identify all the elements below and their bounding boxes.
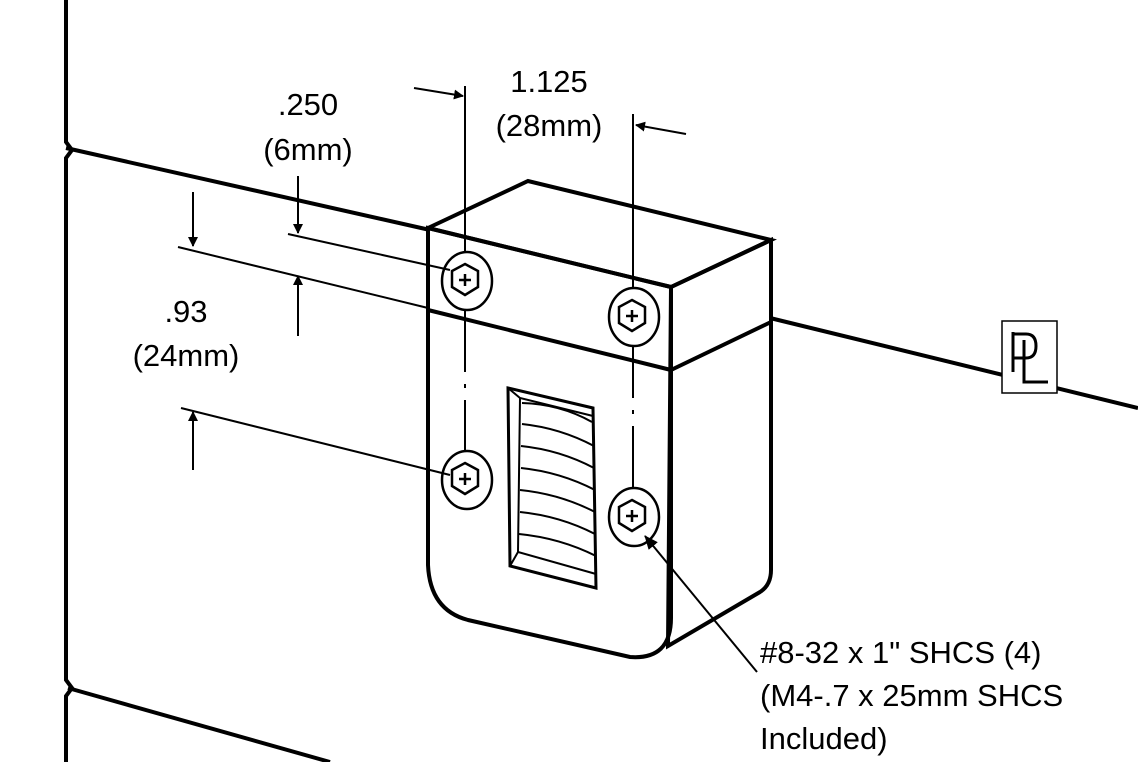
dimension-spacing-horizontal-value: 1.125 <box>510 64 588 99</box>
grip-ribs <box>518 402 597 557</box>
fastener-callout: #8-32 x 1" SHCS (4) (M4-.7 x 25mm SHCS I… <box>644 535 1063 756</box>
logo-pl-icon <box>1001 320 1058 394</box>
screw-top-right <box>607 286 661 348</box>
mounting-surface <box>64 0 1138 762</box>
fastener-callout-line2: (M4-.7 x 25mm SHCS <box>760 678 1063 713</box>
mounting-bracket <box>422 178 777 660</box>
dimension-offset-value: .250 <box>278 87 338 122</box>
screw-bottom-right <box>607 486 661 548</box>
dimension-spacing-vertical: .93 (24mm) <box>133 192 451 476</box>
dimension-spacing-horizontal: 1.125 (28mm) <box>413 64 687 143</box>
fastener-callout-line3: Included) <box>760 721 888 756</box>
dimension-spacing-vertical-value: .93 <box>164 294 207 329</box>
dimension-spacing-horizontal-metric: (28mm) <box>496 108 603 143</box>
dimension-offset-metric: (6mm) <box>263 132 353 167</box>
center-lines <box>464 86 634 513</box>
dimension-spacing-vertical-metric: (24mm) <box>133 338 240 373</box>
screw-bottom-left <box>440 449 494 511</box>
fastener-callout-line1: #8-32 x 1" SHCS (4) <box>760 635 1042 670</box>
grip-window <box>506 386 598 590</box>
dimension-offset: .250 (6mm) <box>263 87 451 336</box>
screw-top-left <box>440 250 494 312</box>
